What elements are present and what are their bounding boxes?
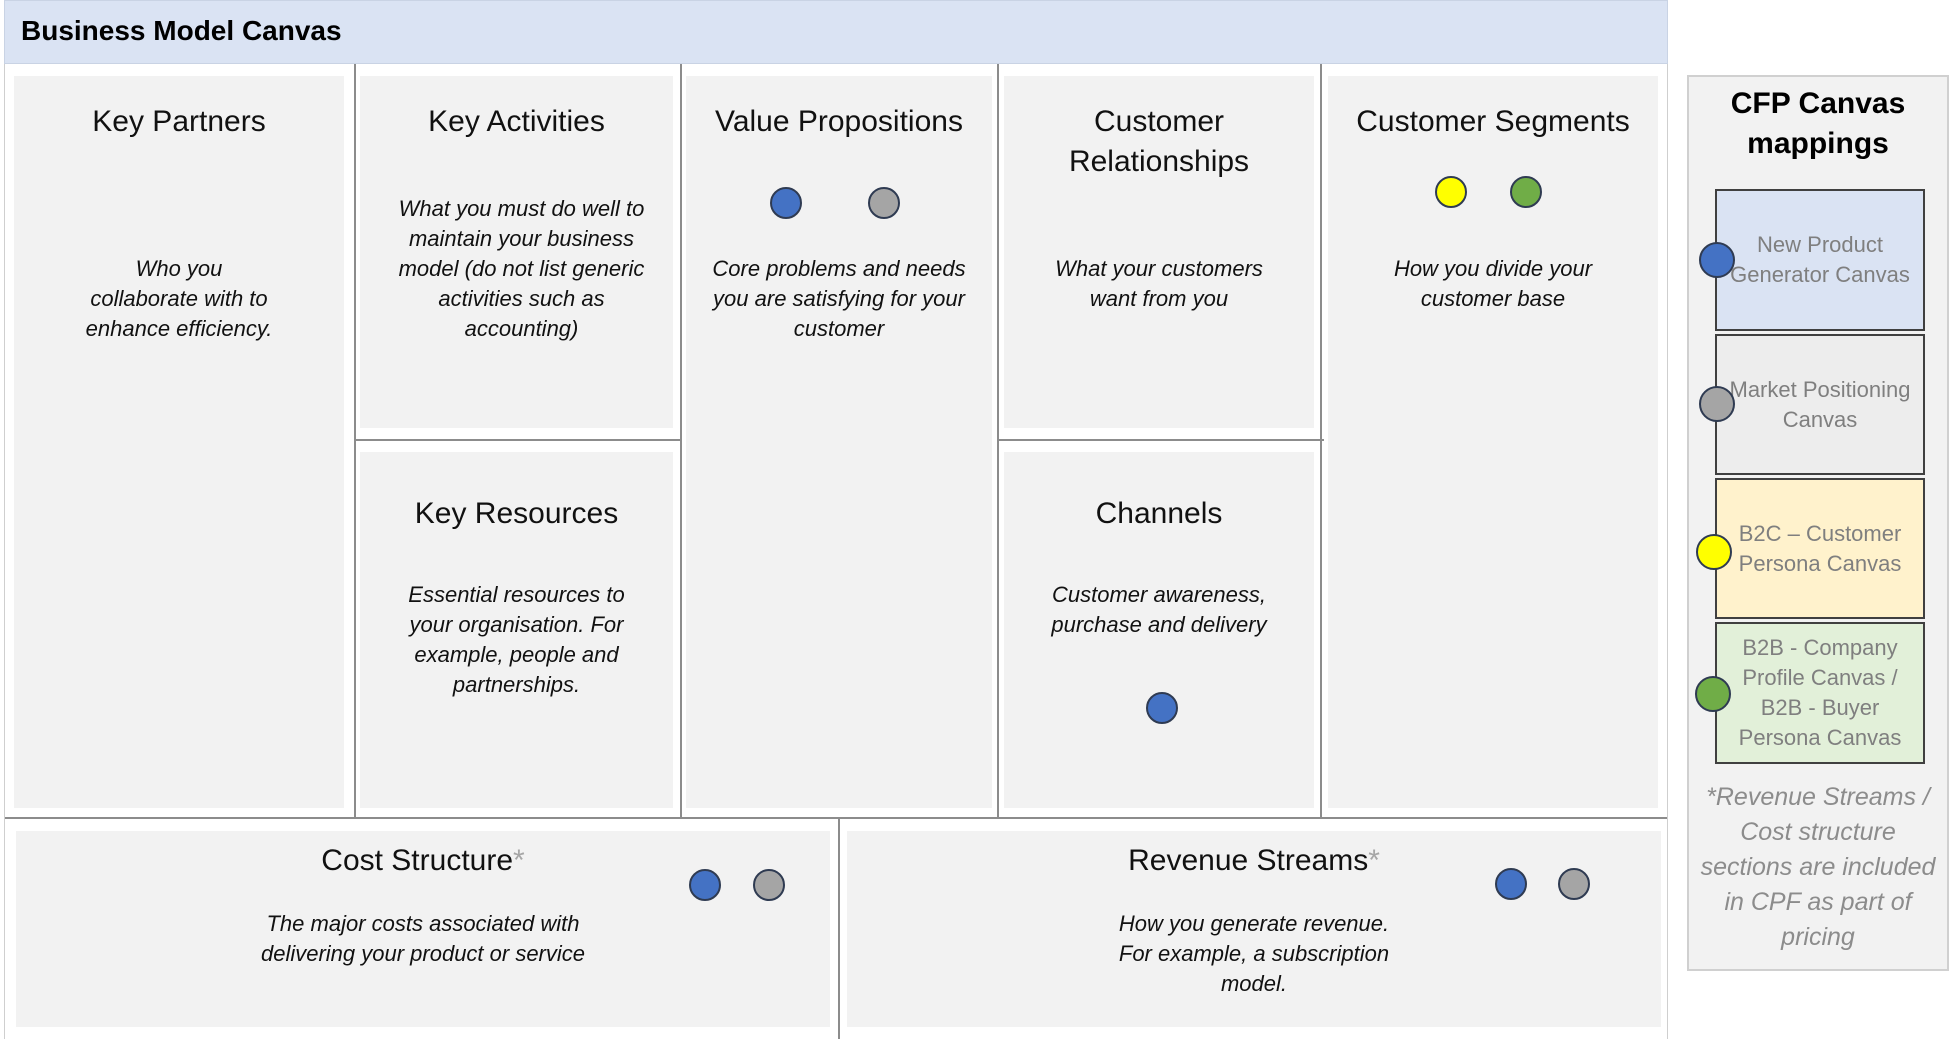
b2c-persona-marker — [1435, 176, 1467, 208]
canvas-title: Business Model Canvas — [21, 15, 342, 46]
mapping-market-positioning[interactable]: Market Positioning Canvas — [1715, 334, 1925, 475]
divider — [356, 439, 680, 441]
key-partners-title: Key Partners — [92, 105, 266, 138]
cost-structure-title-text: Cost Structure — [321, 844, 514, 877]
divider — [4, 64, 5, 1039]
divider — [354, 64, 356, 818]
new-product-generator-marker — [689, 869, 721, 901]
asterisk-marker: * — [1368, 844, 1380, 877]
cost-structure-description: The major costs associated with deliveri… — [260, 911, 586, 966]
cfp-mappings-title: CFP Canvas mappings — [1730, 87, 1906, 160]
key-partners-description: Who you collaborate with to enhance effi… — [85, 256, 273, 341]
market-positioning-marker — [1558, 868, 1590, 900]
revenue-streams-panel[interactable]: Revenue Streams* How you generate revenu… — [847, 831, 1661, 1027]
key-activities-panel[interactable]: Key Activities What you must do well to … — [360, 76, 673, 428]
new-product-generator-legend-dot — [1699, 242, 1735, 278]
customer-relationships-title: Customer Relationships — [1068, 105, 1250, 178]
key-resources-title: Key Resources — [414, 497, 619, 530]
key-resources-panel[interactable]: Key Resources Essential resources to you… — [360, 452, 673, 808]
revenue-streams-title: Revenue Streams* — [847, 841, 1661, 881]
new-product-generator-marker — [1146, 692, 1178, 724]
market-positioning-marker — [868, 187, 900, 219]
mapping-new-product-generator[interactable]: New Product Generator Canvas — [1715, 189, 1925, 331]
value-propositions-panel[interactable]: Value Propositions Core problems and nee… — [686, 76, 992, 808]
divider — [1667, 64, 1668, 1039]
cost-structure-title: Cost Structure* — [16, 841, 830, 881]
divider — [838, 819, 840, 1039]
customer-segments-title: Customer Segments — [1356, 105, 1630, 138]
customer-relationships-description: What your customers want from you — [1055, 256, 1263, 311]
cost-structure-panel[interactable]: Cost Structure* The major costs associat… — [16, 831, 830, 1027]
divider — [997, 64, 999, 818]
key-resources-description: Essential resources to your organisation… — [408, 582, 625, 697]
mapping-label: Market Positioning Canvas — [1729, 376, 1911, 432]
canvas-header: Business Model Canvas — [4, 0, 1668, 64]
mapping-label: B2C – Customer Persona Canvas — [1738, 520, 1902, 576]
mapping-b2c-persona[interactable]: B2C – Customer Persona Canvas — [1715, 478, 1925, 619]
divider — [4, 817, 1668, 819]
value-propositions-title: Value Propositions — [715, 105, 963, 138]
key-activities-title: Key Activities — [428, 105, 605, 138]
b2b-profile-marker — [1510, 176, 1542, 208]
channels-panel[interactable]: Channels Customer awareness, purchase an… — [1004, 452, 1314, 808]
channels-description: Customer awareness, purchase and deliver… — [1051, 582, 1267, 637]
customer-segments-panel[interactable]: Customer Segments How you divide your cu… — [1328, 76, 1658, 808]
customer-relationships-panel[interactable]: Customer Relationships What your custome… — [1004, 76, 1314, 428]
b2b-profile-legend-dot — [1695, 676, 1731, 712]
channels-title: Channels — [1095, 497, 1223, 530]
revenue-streams-description: How you generate revenue. For example, a… — [1118, 911, 1390, 996]
market-positioning-marker — [753, 869, 785, 901]
divider — [680, 64, 682, 818]
asterisk-marker: * — [513, 844, 525, 877]
mapping-label: New Product Generator Canvas — [1730, 232, 1910, 287]
customer-segments-description: How you divide your customer base — [1393, 256, 1593, 311]
market-positioning-legend-dot — [1699, 386, 1735, 422]
sidebar-note: *Revenue Streams / Cost structure sectio… — [1700, 783, 1936, 951]
revenue-streams-title-text: Revenue Streams — [1128, 844, 1369, 877]
divider — [999, 439, 1324, 441]
new-product-generator-marker — [1495, 868, 1527, 900]
key-partners-panel[interactable]: Key Partners Who you collaborate with to… — [14, 76, 344, 808]
divider — [1320, 64, 1322, 818]
new-product-generator-marker — [770, 187, 802, 219]
key-activities-description: What you must do well to maintain your b… — [398, 196, 645, 341]
mapping-b2b-profile[interactable]: B2B - Company Profile Canvas / B2B - Buy… — [1715, 622, 1925, 764]
mapping-label: B2B - Company Profile Canvas / B2B - Buy… — [1738, 635, 1902, 750]
value-propositions-description: Core problems and needs you are satisfyi… — [712, 256, 966, 341]
b2c-persona-legend-dot — [1696, 534, 1732, 570]
